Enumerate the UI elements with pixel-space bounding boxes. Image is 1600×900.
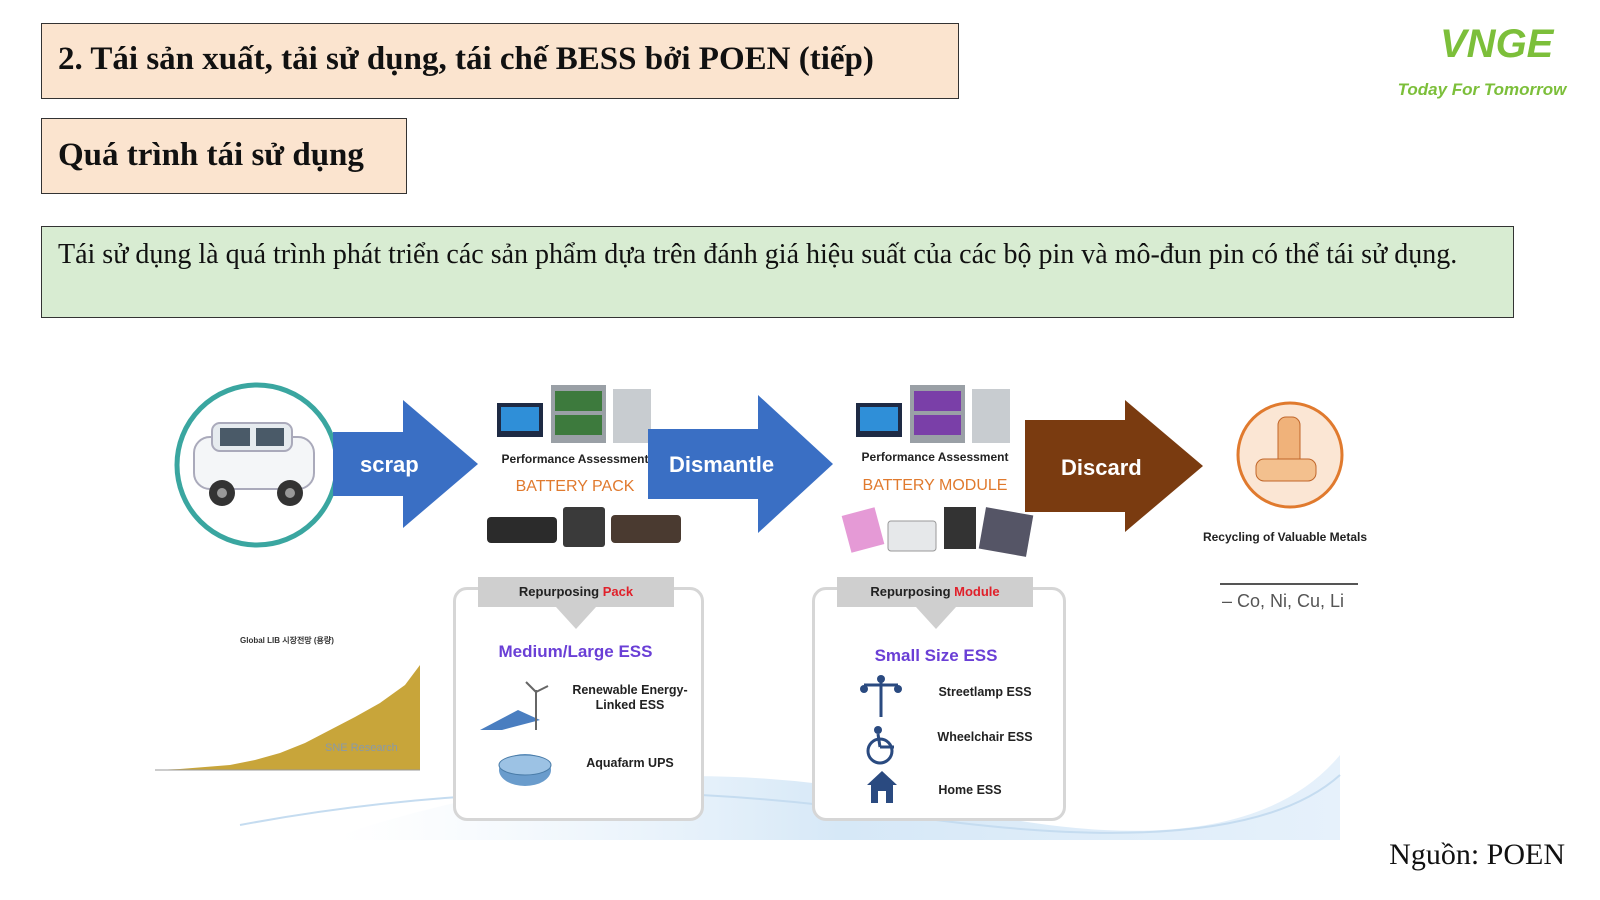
mini-chart-area (155, 665, 420, 771)
stage1-subcaption: BATTERY PACK (515, 478, 635, 495)
slide-title: 2. Tái sản xuất, tải sử dụng, tái chế BE… (41, 23, 959, 99)
aquafarm-ups-label: Aquafarm UPS (586, 756, 674, 770)
recycle-caption: Recycling of Valuable Metals (1202, 530, 1368, 544)
battery-module-icon (841, 507, 1034, 557)
logo-tagline: Today For Tomorrow (1397, 80, 1567, 99)
wheelchair-icon (866, 726, 894, 765)
module-ess-title: Small Size ESS (874, 646, 998, 665)
scrap-arrow (333, 400, 478, 528)
source-note: Nguồn: POEN (1389, 838, 1565, 871)
pack-ess-title: Medium/Large ESS (498, 642, 653, 661)
pack-panel-header: Repurposing Pack (478, 577, 674, 607)
dismantle-arrow (648, 395, 833, 533)
wheelchair-ess-label: Wheelchair ESS (937, 730, 1033, 744)
aquafarm-icon (498, 754, 552, 786)
reuse-process-diagram: scrap Performance Assessment BATTERY PAC… (140, 335, 1370, 860)
market-forecast-chart: Global LIB 시장전망 (용량) SNE Research (145, 635, 425, 795)
metals-rule (1220, 583, 1358, 585)
mini-chart-title: Global LIB 시장전망 (용량) (240, 636, 334, 645)
metals-list: – Co, Ni, Cu, Li (1222, 591, 1345, 611)
home-ess-label: Home ESS (938, 783, 1002, 797)
home-icon (867, 771, 897, 803)
streetlamp-icon (860, 675, 902, 717)
discard-label: Discard (1061, 455, 1142, 480)
module-test-equipment-icon (856, 385, 1010, 443)
vnge-logo: VNGE Today For Tomorrow (1392, 18, 1572, 108)
pack-header-pointer (556, 607, 596, 629)
battery-pack-icon (487, 507, 681, 547)
solar-wind-icon (480, 681, 549, 730)
battery-recycling-icon (1236, 401, 1344, 509)
scrap-label: scrap (360, 452, 419, 477)
module-header-pointer (916, 607, 956, 629)
stage2-caption: Performance Assessment (861, 450, 1009, 464)
streetlamp-ess-label: Streetlamp ESS (938, 685, 1032, 699)
logo-mark: VNGE (1440, 22, 1554, 66)
description-box: Tái sử dụng là quá trình phát triển các … (41, 226, 1514, 318)
mini-chart-watermark: SNE Research (325, 742, 398, 754)
electric-car-icon (174, 382, 340, 548)
section-title: Quá trình tái sử dụng (41, 118, 407, 194)
stage2-subcaption: BATTERY MODULE (862, 477, 1008, 494)
module-reuse-panel (812, 587, 1066, 821)
stage1-caption: Performance Assessment (501, 452, 649, 466)
dismantle-label: Dismantle (669, 452, 775, 477)
test-equipment-icon (497, 385, 651, 443)
renewable-ess-label: Renewable Energy-Linked ESS (572, 683, 688, 712)
module-panel-header: Repurposing Module (837, 577, 1033, 607)
discard-arrow (1025, 400, 1203, 532)
